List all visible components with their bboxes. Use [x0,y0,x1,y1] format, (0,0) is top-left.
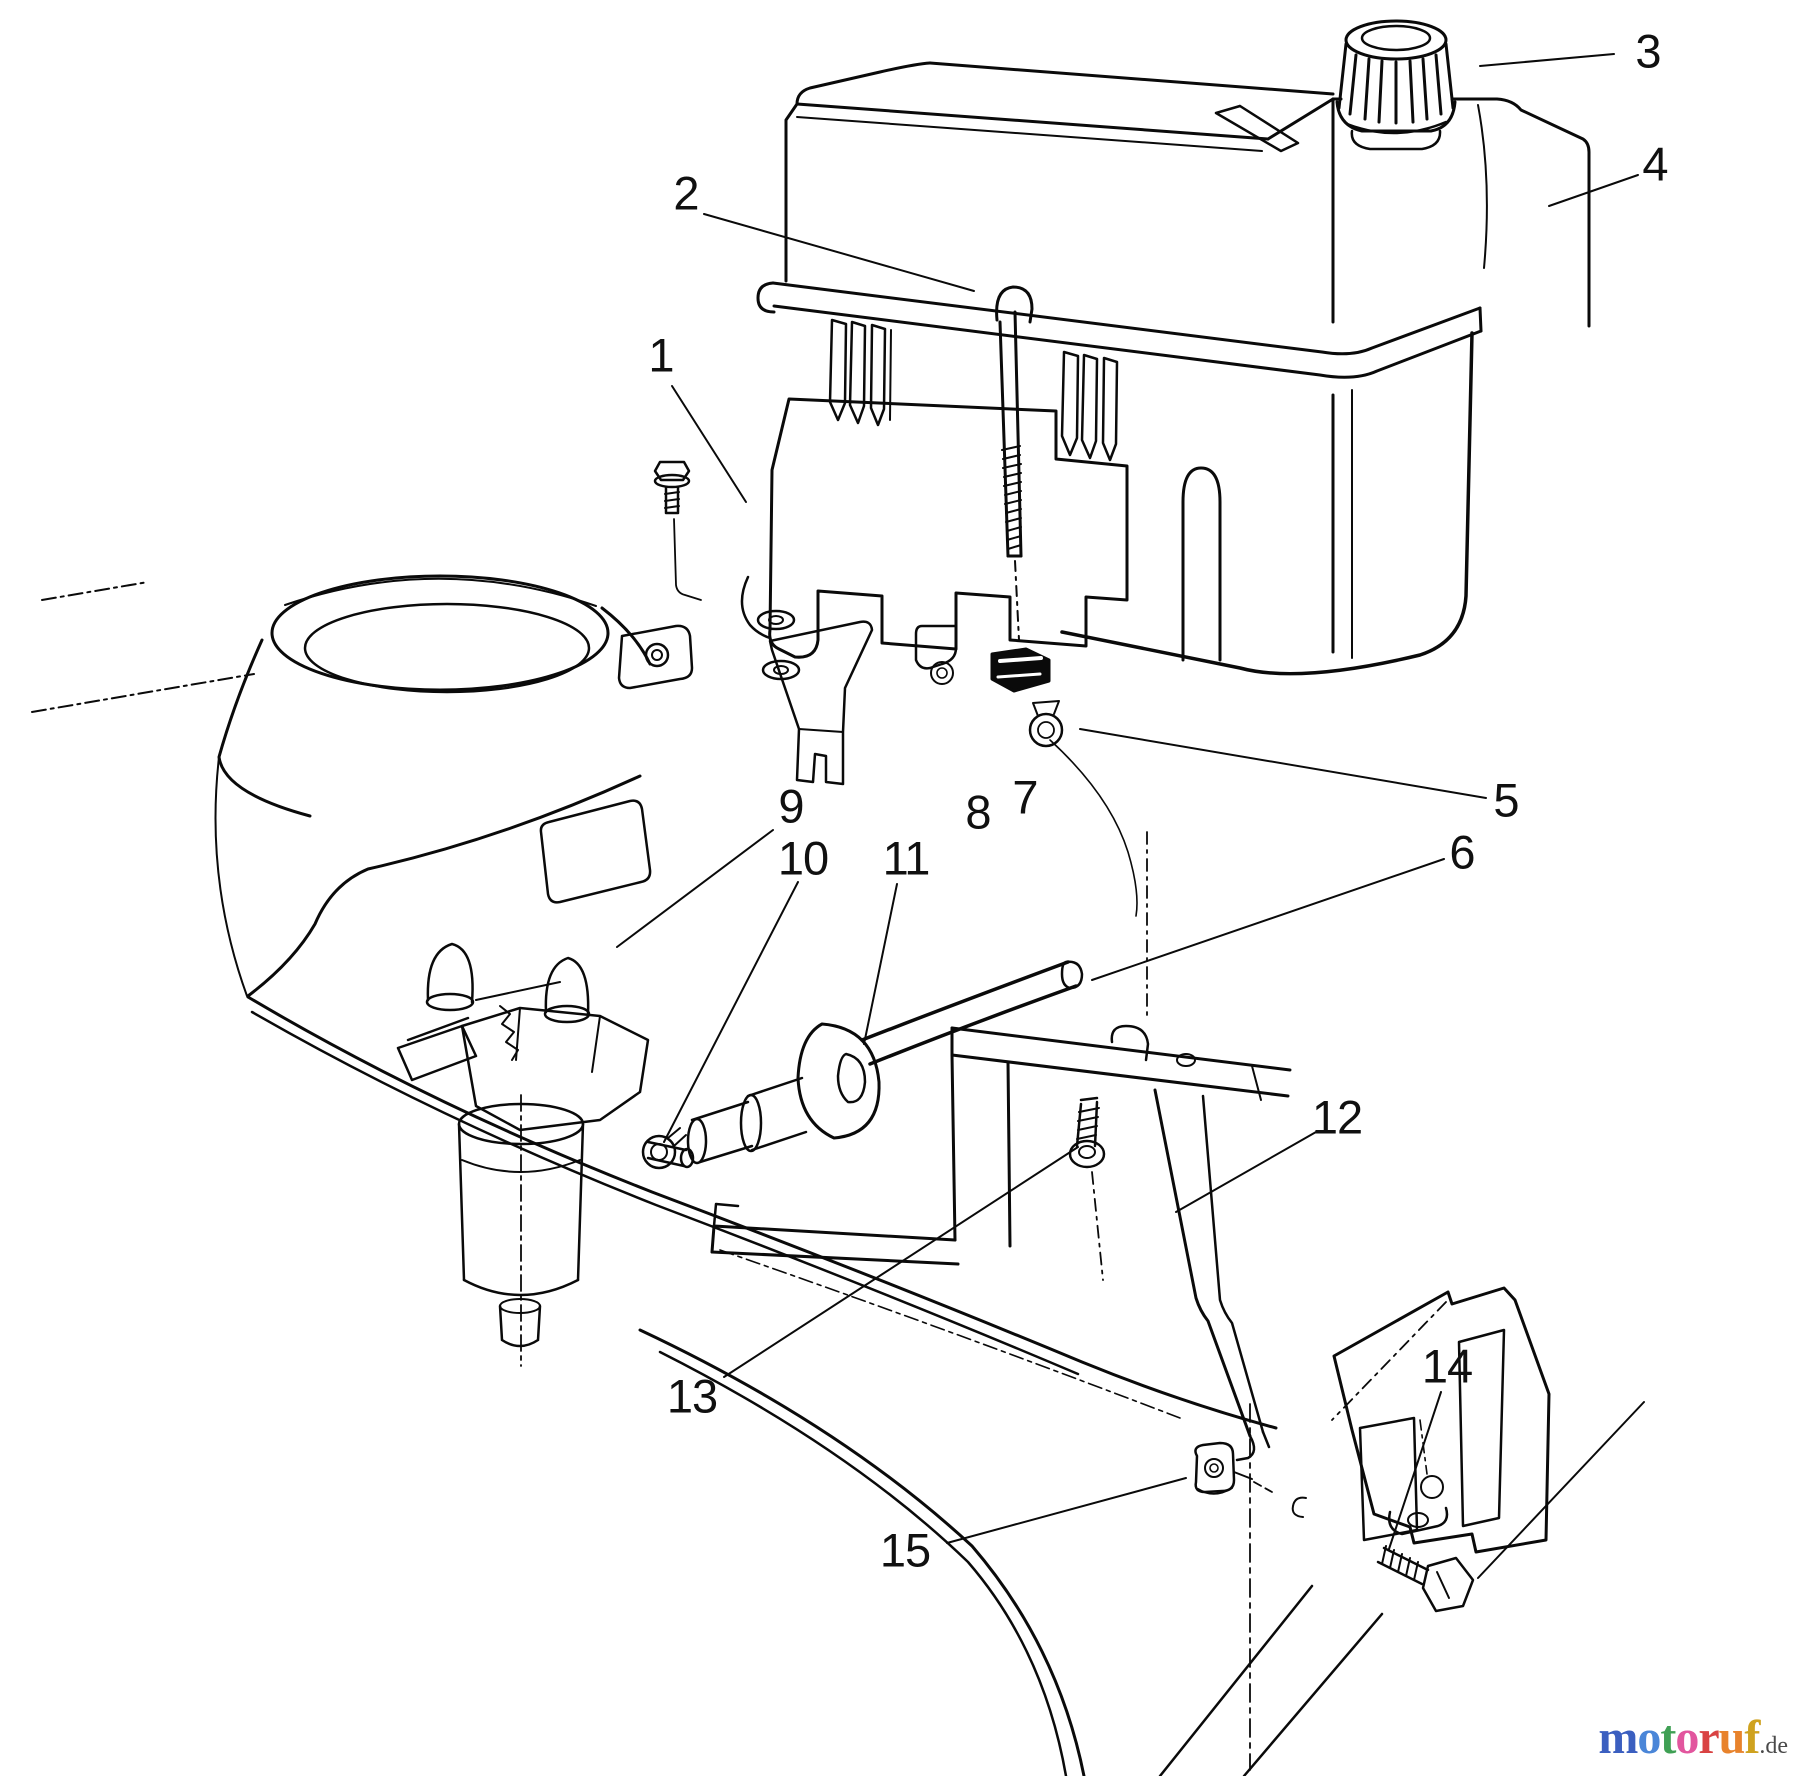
callout-4: 4 [1642,137,1668,191]
watermark-suffix: .de [1759,1733,1788,1759]
front-bracket-drawing [768,620,874,786]
callout-8: 8 [965,785,991,839]
tank-vent-slats-right [1060,350,1119,462]
mounting-plate-drawing [740,397,1129,681]
callout-14: 14 [1421,1339,1473,1393]
fuel-cap-drawing [1335,19,1457,151]
watermark-letter: o [1637,1711,1661,1764]
fuel-tank-drawing [756,19,1591,676]
watermark-letter: m [1598,1711,1638,1764]
watermark-letter: t [1660,1711,1676,1764]
leader-lines [616,53,1639,1550]
plate-screw-drawing [653,460,702,601]
callout-10: 10 [777,831,829,885]
hex-bolt-drawing [1376,1545,1475,1613]
fuel-line-drawing [641,739,1138,1170]
mower-deck-lines [246,995,1645,1776]
callout-12: 12 [1311,1090,1363,1144]
motoruf-watermark: motoruf.de [1598,1714,1788,1762]
callout-1: 1 [648,328,674,382]
callout-9: 9 [778,779,804,833]
tank-vent-slats-left [828,318,892,427]
callout-7: 7 [1012,770,1038,824]
callout-11: 11 [882,831,931,885]
callout-3: 3 [1635,24,1661,78]
watermark-letter: o [1675,1711,1699,1764]
callout-5: 5 [1493,773,1519,827]
watermark-letter: r [1698,1711,1719,1764]
guard-bracket-drawing [1194,1286,1551,1613]
flange-nut-drawing [1194,1441,1273,1495]
bracket-screw-drawing [1068,1096,1106,1169]
blower-housing-drawing [31,574,694,998]
callout-15: 15 [879,1523,931,1577]
callout-6: 6 [1449,825,1475,879]
watermark-letter: f [1744,1711,1760,1764]
callout-2: 2 [673,166,699,220]
outlet-fasteners-drawing [914,624,1064,748]
callout-13: 13 [666,1369,718,1423]
tank-strap-jbolt-drawing [995,285,1034,641]
watermark-letter: u [1718,1711,1746,1764]
carburetor-drawing [396,942,695,1367]
rear-bracket-drawing [710,831,1292,1462]
